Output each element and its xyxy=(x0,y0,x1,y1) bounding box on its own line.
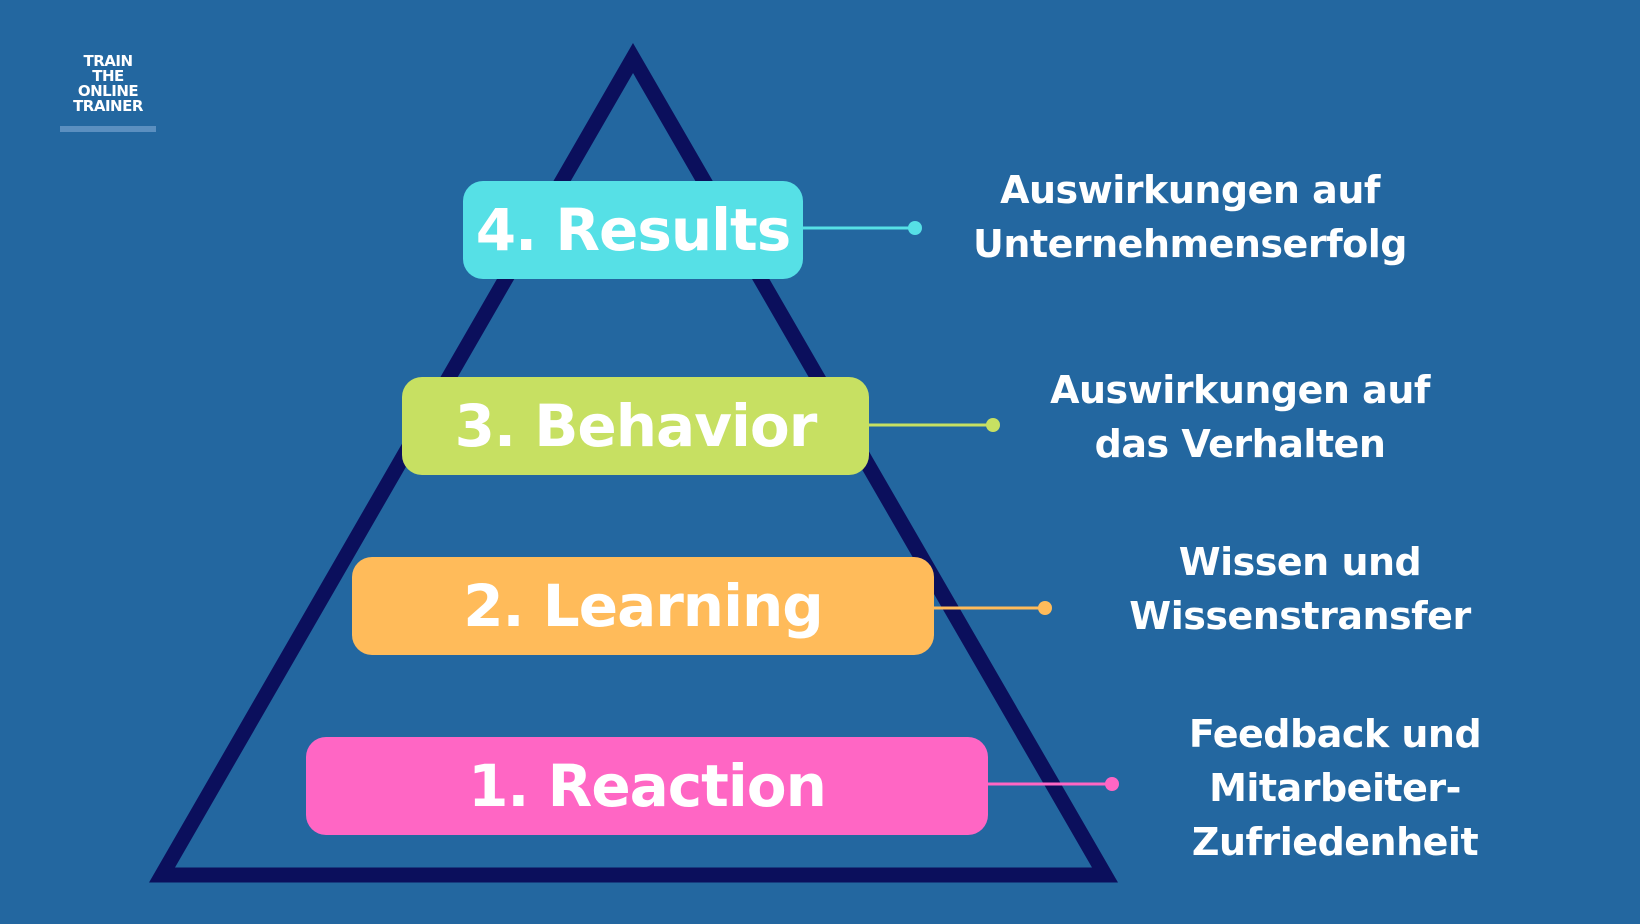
logo-line: ONLINE xyxy=(77,82,139,100)
description-line: Wissenstransfer xyxy=(1129,594,1471,638)
logo-underline xyxy=(60,126,156,132)
level-results-label: 4. Results xyxy=(475,196,792,264)
pyramid-outline xyxy=(149,42,1118,883)
description-line: das Verhalten xyxy=(1094,422,1386,466)
logo: TRAIN THE ONLINE TRAINER xyxy=(60,54,156,132)
logo-line: THE xyxy=(92,67,124,85)
description-behavior: Auswirkungen auf das Verhalten xyxy=(1035,363,1445,471)
logo-line: TRAINER xyxy=(73,97,143,115)
description-line: Mitarbeiter- xyxy=(1209,766,1461,810)
connector-behavior xyxy=(867,418,1000,432)
level-learning-box: 2. Learning xyxy=(352,557,934,655)
logo-line: TRAIN xyxy=(83,52,133,70)
description-line: Unternehmenserfolg xyxy=(973,222,1407,266)
description-reaction: Feedback und Mitarbeiter- Zufriedenheit xyxy=(1150,707,1520,869)
level-behavior-label: 3. Behavior xyxy=(454,392,818,460)
level-learning-label: 2. Learning xyxy=(463,572,824,640)
description-line: Zufriedenheit xyxy=(1191,820,1479,864)
description-line: Wissen und xyxy=(1178,540,1422,584)
description-line: Auswirkungen auf xyxy=(1000,168,1380,212)
connector-reaction xyxy=(986,777,1119,791)
description-line: Feedback und xyxy=(1188,712,1482,756)
description-results: Auswirkungen auf Unternehmenserfolg xyxy=(970,163,1410,271)
level-behavior-box: 3. Behavior xyxy=(402,377,869,475)
level-results-box: 4. Results xyxy=(463,181,803,279)
description-line: Auswirkungen auf xyxy=(1050,368,1430,412)
connector-results xyxy=(800,221,922,235)
level-reaction-label: 1. Reaction xyxy=(468,752,827,820)
description-learning: Wissen und Wissenstransfer xyxy=(1115,535,1485,643)
connector-learning xyxy=(932,601,1052,615)
level-reaction-box: 1. Reaction xyxy=(306,737,988,835)
